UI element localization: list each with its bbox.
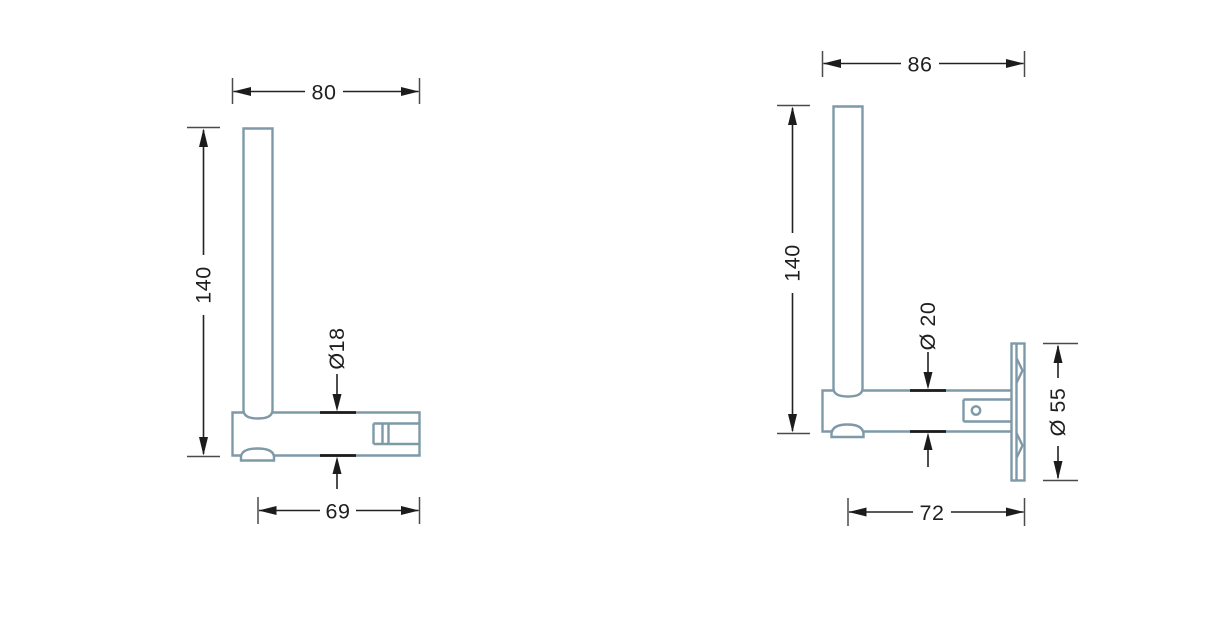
dimension-tick <box>777 104 810 435</box>
side-view-product-outline <box>821 105 1026 482</box>
side-screw-pocket <box>962 398 1012 423</box>
side-bar-diameter-label: Ø 20 <box>916 302 940 351</box>
arrowhead-right-icon <box>1006 507 1024 517</box>
front-height-label: 140 <box>192 266 216 303</box>
front-top-width-dimension: 80 <box>231 78 421 105</box>
side-top-width-dimension: 86 <box>821 51 1026 77</box>
arrowhead-down-icon <box>332 394 342 412</box>
arrowhead-left-icon <box>258 506 277 515</box>
dimension-tick <box>231 78 421 104</box>
front-bottom-width-dimension: 69 <box>257 497 421 524</box>
screw-hole-icon <box>970 405 982 416</box>
arrowhead-up-icon <box>923 432 933 450</box>
arrowhead-down-icon <box>923 372 933 390</box>
arrowhead-down-icon <box>788 414 797 433</box>
front-detent-bump <box>239 447 276 462</box>
arrowhead-left-icon <box>233 87 251 96</box>
front-bar-diameter-dimension: Ø18 <box>325 327 349 489</box>
side-tube-outline <box>832 105 864 398</box>
dimension-tick <box>847 498 1026 526</box>
side-height-dimension: 140 <box>777 104 810 435</box>
arrowhead-right-icon <box>1006 59 1024 68</box>
side-view: 86 140 Ø 20 <box>777 51 1078 526</box>
side-bottom-width-label: 72 <box>920 501 945 525</box>
arrowhead-up-icon <box>1053 344 1063 363</box>
front-top-width-label: 80 <box>312 81 337 105</box>
side-detent-bump <box>830 423 865 439</box>
front-height-dimension: 140 <box>187 126 220 458</box>
arrowhead-right-icon <box>401 87 419 96</box>
front-bar-diameter-label: Ø18 <box>325 327 349 369</box>
arrowhead-left-icon <box>848 507 867 517</box>
side-height-label: 140 <box>781 244 805 281</box>
arrowhead-down-icon <box>199 437 208 456</box>
side-bar-diameter-dimension: Ø 20 <box>916 302 940 467</box>
front-bottom-width-label: 69 <box>326 500 351 524</box>
dimension-tick <box>187 126 220 458</box>
side-flange-diameter-dimension: Ø 55 <box>1043 342 1078 482</box>
front-view-product-outline <box>231 127 421 462</box>
side-flange-diameter-label: Ø 55 <box>1046 388 1070 437</box>
front-view: 80 140 Ø18 <box>187 78 421 524</box>
side-bottom-width-dimension: 72 <box>847 498 1026 526</box>
side-wall-flange <box>1010 342 1026 482</box>
side-top-width-label: 86 <box>908 53 933 77</box>
arrowhead-down-icon <box>1053 461 1063 480</box>
front-tube-outline <box>242 127 274 420</box>
dimension-tick <box>821 51 1026 77</box>
side-wall-flange-chamfer-marks <box>1015 357 1024 459</box>
arrowhead-right-icon <box>401 506 419 515</box>
arrowhead-left-icon <box>823 59 841 68</box>
front-end-cap-detail <box>372 422 420 446</box>
arrowhead-up-icon <box>788 106 797 125</box>
arrowhead-up-icon <box>332 456 342 474</box>
dimension-tick <box>257 497 421 524</box>
dimension-tick <box>1043 342 1078 482</box>
arrowhead-up-icon <box>199 128 208 147</box>
